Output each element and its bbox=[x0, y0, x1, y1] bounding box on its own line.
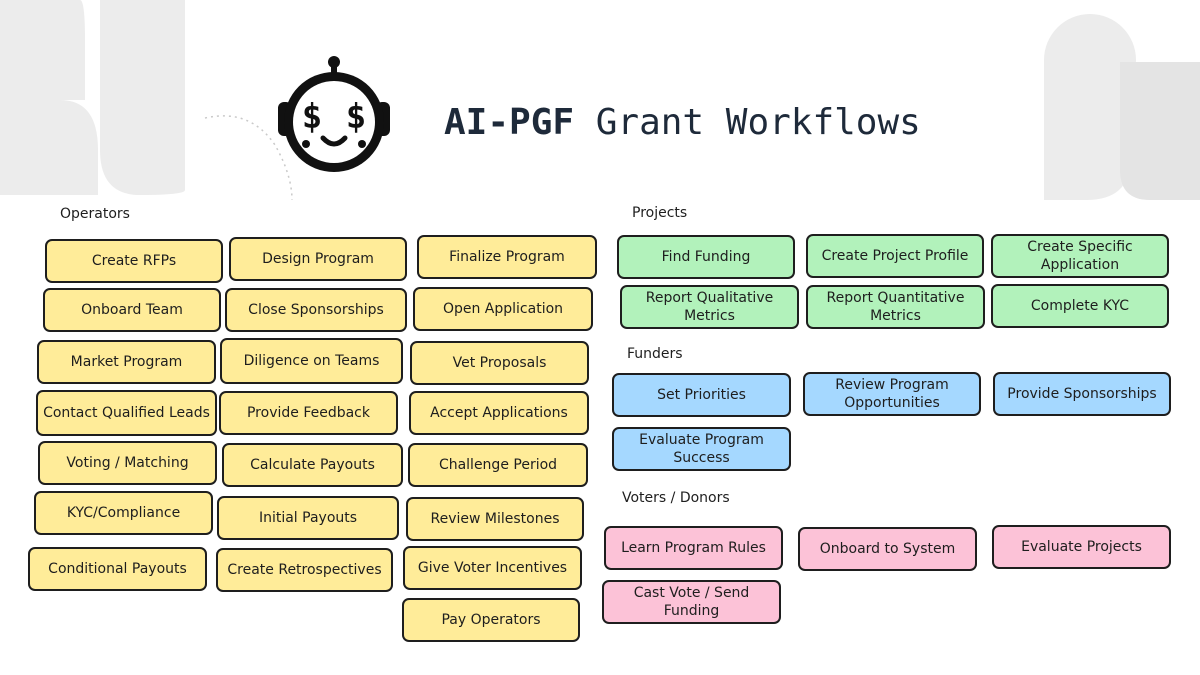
card-label: Find Funding bbox=[661, 249, 751, 265]
card-label: Create Retrospectives bbox=[227, 562, 382, 578]
card-label: Contact Qualified Leads bbox=[43, 405, 210, 421]
card-label: Calculate Payouts bbox=[250, 457, 375, 473]
projects-card[interactable]: Create Specific Application bbox=[991, 234, 1169, 278]
operators-card[interactable]: Pay Operators bbox=[402, 598, 580, 642]
card-label: Conditional Payouts bbox=[48, 561, 187, 577]
operators-card[interactable]: Give Voter Incentives bbox=[403, 546, 582, 590]
operators-card[interactable]: Finalize Program bbox=[417, 235, 597, 279]
voters-card[interactable]: Onboard to System bbox=[798, 527, 977, 571]
section-label-operators: Operators bbox=[60, 206, 130, 222]
operators-card[interactable]: Review Milestones bbox=[406, 497, 584, 541]
voters-card[interactable]: Learn Program Rules bbox=[604, 526, 783, 570]
card-label: Pay Operators bbox=[441, 612, 541, 628]
operators-card[interactable]: Onboard Team bbox=[43, 288, 221, 332]
operators-card[interactable]: Market Program bbox=[37, 340, 216, 384]
card-label: Review Milestones bbox=[430, 511, 560, 527]
operators-card[interactable]: Vet Proposals bbox=[410, 341, 589, 385]
card-label: Onboard to System bbox=[819, 541, 956, 557]
operators-card[interactable]: Diligence on Teams bbox=[220, 338, 403, 384]
svg-text:$: $ bbox=[302, 97, 322, 137]
projects-card[interactable]: Create Project Profile bbox=[806, 234, 984, 278]
card-label: KYC/Compliance bbox=[66, 505, 181, 521]
card-label: Market Program bbox=[70, 354, 183, 370]
operators-card[interactable]: Challenge Period bbox=[408, 443, 588, 487]
card-label: Voting / Matching bbox=[66, 455, 189, 471]
background-decoration-right bbox=[1044, 14, 1200, 200]
card-label: Design Program bbox=[262, 251, 374, 267]
voters-card[interactable]: Cast Vote / Send Funding bbox=[602, 580, 781, 624]
operators-card[interactable]: Accept Applications bbox=[409, 391, 589, 435]
title-brand: AI-PGF bbox=[444, 102, 575, 143]
card-label: Create Specific Application bbox=[1027, 239, 1133, 273]
card-label: Evaluate Program Success bbox=[639, 432, 764, 466]
projects-card[interactable]: Find Funding bbox=[617, 235, 795, 279]
operators-card[interactable]: Provide Feedback bbox=[219, 391, 398, 435]
projects-card[interactable]: Report Quantitative Metrics bbox=[806, 285, 985, 329]
operators-card[interactable]: KYC/Compliance bbox=[34, 491, 213, 535]
operators-card[interactable]: Design Program bbox=[229, 237, 407, 281]
funders-card[interactable]: Set Priorities bbox=[612, 373, 791, 417]
section-label-funders: Funders bbox=[627, 346, 683, 362]
card-label: Challenge Period bbox=[438, 457, 558, 473]
operators-card[interactable]: Create RFPs bbox=[45, 239, 223, 283]
title-rest: Grant Workflows bbox=[574, 102, 921, 143]
funders-card[interactable]: Evaluate Program Success bbox=[612, 427, 791, 471]
card-label: Complete KYC bbox=[1030, 298, 1130, 314]
operators-card[interactable]: Conditional Payouts bbox=[28, 547, 207, 591]
section-label-projects: Projects bbox=[632, 205, 688, 221]
operators-card[interactable]: Close Sponsorships bbox=[225, 288, 407, 332]
card-label: Give Voter Incentives bbox=[417, 560, 568, 576]
operators-card[interactable]: Open Application bbox=[413, 287, 593, 331]
card-label: Open Application bbox=[442, 301, 564, 317]
card-label: Report Qualitative Metrics bbox=[645, 290, 774, 324]
card-label: Finalize Program bbox=[449, 249, 565, 265]
card-label: Report Quantitative Metrics bbox=[826, 290, 965, 324]
card-label: Vet Proposals bbox=[452, 355, 547, 371]
projects-card[interactable]: Report Qualitative Metrics bbox=[620, 285, 799, 329]
card-label: Provide Sponsorships bbox=[1007, 386, 1157, 402]
card-label: Set Priorities bbox=[657, 387, 746, 403]
projects-card[interactable]: Complete KYC bbox=[991, 284, 1169, 328]
background-decoration-left bbox=[0, 0, 293, 201]
page-title: AI-PGF Grant Workflows bbox=[444, 102, 921, 143]
card-label: Onboard Team bbox=[81, 302, 183, 318]
funders-card[interactable]: Review Program Opportunities bbox=[803, 372, 981, 416]
operators-card[interactable]: Calculate Payouts bbox=[222, 443, 403, 487]
card-label: Create Project Profile bbox=[821, 248, 969, 264]
card-label: Review Program Opportunities bbox=[835, 377, 949, 411]
card-label: Evaluate Projects bbox=[1021, 539, 1142, 555]
card-label: Create RFPs bbox=[91, 253, 177, 269]
operators-card[interactable]: Contact Qualified Leads bbox=[36, 390, 217, 436]
card-label: Learn Program Rules bbox=[621, 540, 766, 556]
operators-card[interactable]: Voting / Matching bbox=[38, 441, 217, 485]
section-label-voters: Voters / Donors bbox=[622, 490, 730, 506]
voters-card[interactable]: Evaluate Projects bbox=[992, 525, 1171, 569]
card-label: Close Sponsorships bbox=[248, 302, 384, 318]
svg-text:$: $ bbox=[346, 97, 366, 137]
robot-dollar-eyes-icon: $ $ bbox=[278, 56, 390, 172]
card-label: Initial Payouts bbox=[258, 510, 358, 526]
card-label: Accept Applications bbox=[430, 405, 568, 421]
card-label: Cast Vote / Send Funding bbox=[633, 585, 750, 619]
card-label: Diligence on Teams bbox=[243, 353, 380, 369]
operators-card[interactable]: Create Retrospectives bbox=[216, 548, 393, 592]
funders-card[interactable]: Provide Sponsorships bbox=[993, 372, 1171, 416]
card-label: Provide Feedback bbox=[246, 405, 370, 421]
operators-card[interactable]: Initial Payouts bbox=[217, 496, 399, 540]
